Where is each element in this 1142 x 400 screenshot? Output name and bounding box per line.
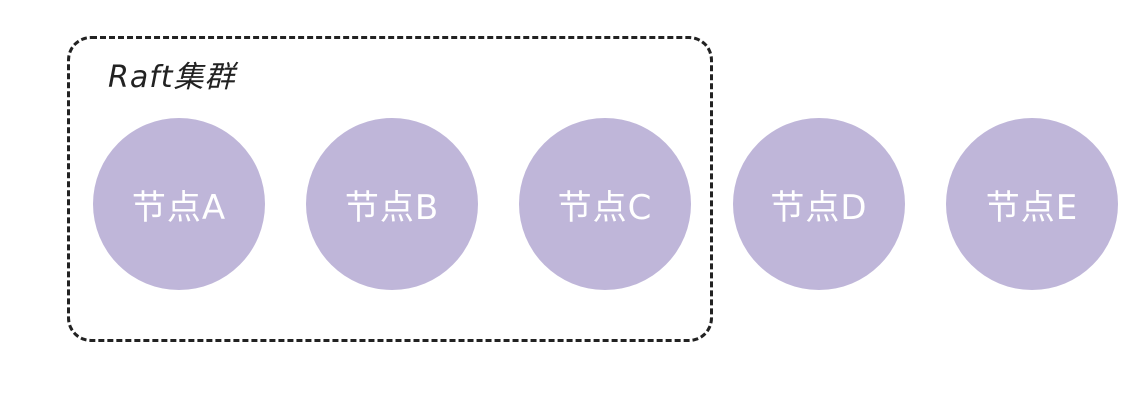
node-d-label: 节点D bbox=[770, 187, 868, 228]
node-e-label: 节点E bbox=[985, 187, 1079, 228]
raft-cluster-boundary bbox=[67, 36, 713, 342]
node-a-label: 节点A bbox=[131, 187, 227, 228]
node-a: 节点A bbox=[93, 118, 265, 290]
node-b: 节点B bbox=[306, 118, 478, 290]
node-c-label: 节点C bbox=[557, 187, 653, 228]
cluster-label: Raft集群 bbox=[108, 60, 236, 95]
node-b-label: 节点B bbox=[344, 187, 440, 228]
node-e: 节点E bbox=[946, 118, 1118, 290]
node-c: 节点C bbox=[519, 118, 691, 290]
node-d: 节点D bbox=[733, 118, 905, 290]
